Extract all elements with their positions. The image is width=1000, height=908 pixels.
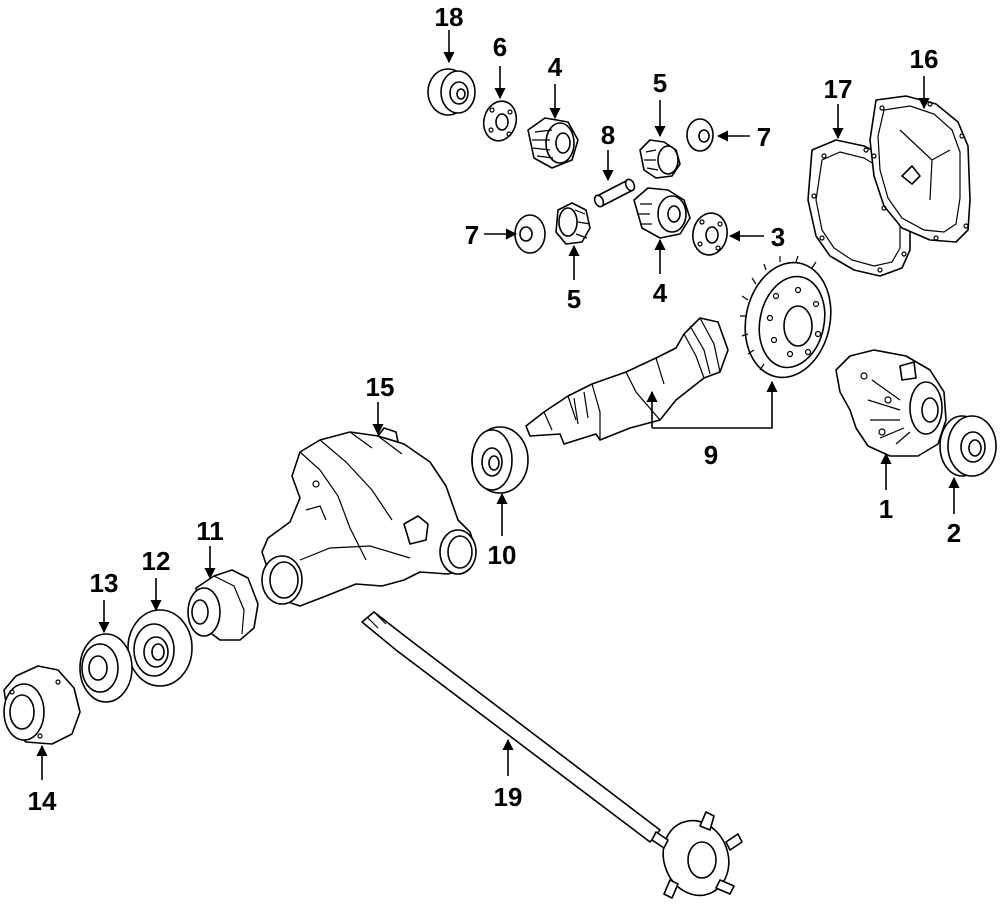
callout-4-lower: 4 (653, 278, 668, 308)
callout-9: 9 (704, 440, 718, 470)
callout-8: 8 (601, 120, 615, 150)
drive-pinion-part-9 (525, 317, 729, 445)
callout-12: 12 (142, 546, 171, 576)
pinion-bearing-part-13 (79, 633, 133, 703)
callout-10: 10 (488, 540, 517, 570)
pinion-bearing-part-12 (127, 609, 193, 687)
pinion-gear-part-5-lower (555, 202, 591, 245)
thrust-washer-part-7-lower (514, 214, 546, 254)
callout-7-upper: 7 (757, 122, 771, 152)
callout-16: 16 (910, 44, 939, 74)
pinion-gear-part-5-upper (639, 139, 681, 179)
cross-shaft-part-8 (593, 178, 636, 208)
callout-14: 14 (28, 786, 57, 816)
callout-13: 13 (90, 568, 119, 598)
callout-17: 17 (824, 74, 853, 104)
callout-5-lower: 5 (567, 284, 581, 314)
callout-15: 15 (366, 372, 395, 402)
callout-19: 19 (494, 782, 523, 812)
axle-shaft-part-19 (361, 611, 743, 899)
callout-3: 3 (771, 222, 785, 252)
callout-4-upper: 4 (548, 52, 563, 82)
thrust-washer-part-7-upper (686, 118, 714, 152)
bearing-part-18 (427, 68, 476, 116)
thrust-washer-part-6 (482, 100, 518, 142)
differential-case-part-1 (835, 349, 947, 457)
side-gear-part-4-lower (633, 187, 691, 239)
callout-18: 18 (435, 2, 464, 32)
carrier-bearing-part-2 (939, 415, 997, 477)
ring-gear-part-9 (740, 255, 832, 379)
callout-labels: 18 6 4 5 7 8 7 5 4 3 17 16 9 1 2 10 15 1… (28, 2, 962, 816)
carrier-housing-part-15 (261, 427, 477, 607)
companion-flange-part-14 (3, 665, 81, 745)
leader-lines (36, 30, 960, 780)
callout-7-lower: 7 (465, 220, 479, 250)
pinion-bearing-part-10 (471, 426, 529, 494)
callout-11: 11 (196, 516, 224, 546)
side-gear-part-4-upper (527, 117, 579, 169)
thrust-washer-part-3 (692, 212, 728, 256)
callout-1: 1 (879, 494, 893, 524)
pinion-seal-part-11 (187, 569, 259, 641)
differential-cover-part-16 (869, 95, 971, 243)
callout-2: 2 (947, 518, 961, 548)
callout-6: 6 (493, 32, 507, 62)
callout-5-upper: 5 (653, 68, 667, 98)
